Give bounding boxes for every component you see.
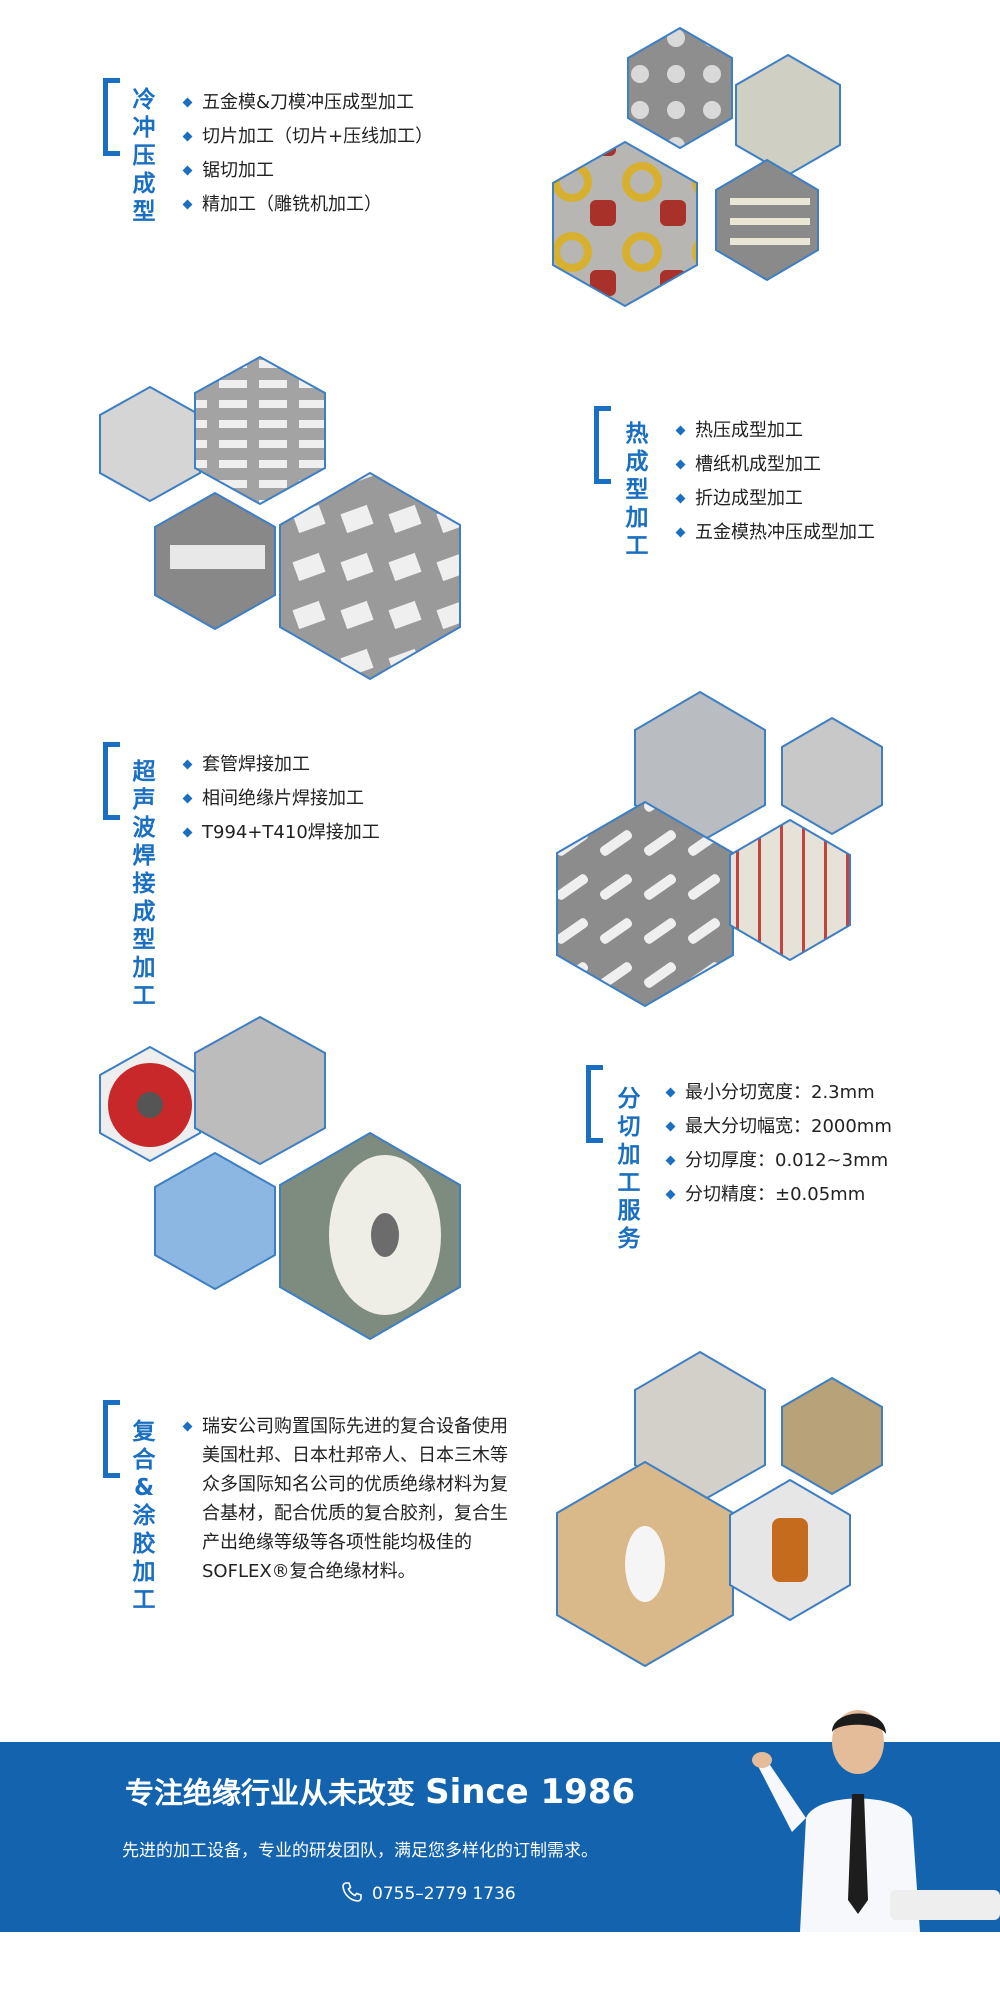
section-title: 超声波焊接成型加工 bbox=[132, 759, 156, 1009]
list-item: 折边成型加工 bbox=[675, 482, 875, 516]
product-hex-image bbox=[735, 53, 841, 177]
list-item: 锯切加工 bbox=[182, 154, 433, 188]
section-bracket bbox=[103, 78, 120, 156]
list-item: 分切精度：±0.05mm bbox=[665, 1178, 892, 1212]
section-bracket bbox=[103, 742, 120, 820]
product-image-cluster bbox=[550, 1350, 1000, 1690]
product-hex-image bbox=[194, 1015, 326, 1166]
section-title: 复合&涂胶加工 bbox=[132, 1419, 156, 1613]
product-hex-image bbox=[552, 140, 698, 308]
list-item: 最大分切幅宽：2000mm bbox=[665, 1110, 892, 1144]
list-item: 分切厚度：0.012~3mm bbox=[665, 1144, 892, 1178]
feature-list: 五金模&刀模冲压成型加工 切片加工（切片+压线加工） 锯切加工 精加工（雕铣机加… bbox=[182, 86, 433, 222]
product-hex-image bbox=[279, 471, 461, 681]
list-item: 五金模&刀模冲压成型加工 bbox=[182, 86, 433, 120]
banner-slogan: 专注绝缘行业从未改变 bbox=[125, 1776, 416, 1810]
section-title: 分切加工服务 bbox=[617, 1086, 641, 1252]
list-item: 套管焊接加工 bbox=[182, 748, 380, 782]
list-item: 精加工（雕铣机加工） bbox=[182, 188, 433, 222]
product-hex-image bbox=[627, 26, 733, 150]
list-item: 槽纸机成型加工 bbox=[675, 448, 875, 482]
product-hex-image bbox=[781, 716, 883, 836]
section-bracket bbox=[103, 1400, 120, 1478]
section-bracket bbox=[594, 406, 611, 484]
section-title: 热成型加工 bbox=[625, 421, 649, 559]
product-image-cluster bbox=[95, 1015, 495, 1355]
feature-list: 热压成型加工 槽纸机成型加工 折边成型加工 五金模热冲压成型加工 bbox=[675, 414, 875, 550]
product-image-cluster bbox=[95, 355, 495, 695]
description-paragraph: 瑞安公司购置国际先进的复合设备使用美国杜邦、日本杜邦帝人、日本三木等众多国际知名… bbox=[182, 1412, 522, 1586]
banner-since: Since 1986 bbox=[425, 1772, 636, 1812]
product-hex-image bbox=[194, 355, 326, 506]
businessman-image bbox=[740, 1700, 1000, 1932]
product-hex-image bbox=[781, 1376, 883, 1496]
feature-list: 最小分切宽度：2.3mm 最大分切幅宽：2000mm 分切厚度：0.012~3m… bbox=[665, 1076, 892, 1212]
list-item: 相间绝缘片焊接加工 bbox=[182, 782, 380, 816]
phone-number[interactable]: 0755–2779 1736 bbox=[372, 1884, 516, 1904]
list-item: 热压成型加工 bbox=[675, 414, 875, 448]
list-item: 五金模热冲压成型加工 bbox=[675, 516, 875, 550]
product-image-cluster bbox=[550, 690, 1000, 1030]
banner-title: 专注绝缘行业从未改变 Since 1986 bbox=[125, 1770, 635, 1812]
feature-list: 套管焊接加工 相间绝缘片焊接加工 T994+T410焊接加工 bbox=[182, 748, 380, 850]
phone-icon bbox=[342, 1882, 362, 1902]
product-image-cluster bbox=[550, 20, 1000, 360]
banner-subtitle: 先进的加工设备，专业的研发团队，满足您多样化的订制需求。 bbox=[122, 1841, 598, 1861]
list-item: 最小分切宽度：2.3mm bbox=[665, 1076, 892, 1110]
section-title: 冷冲压成型 bbox=[132, 87, 156, 225]
list-item: 切片加工（切片+压线加工） bbox=[182, 120, 433, 154]
product-hex-image bbox=[154, 1151, 276, 1291]
section-bracket bbox=[586, 1065, 603, 1143]
list-item: T994+T410焊接加工 bbox=[182, 816, 380, 850]
product-hex-image bbox=[729, 818, 851, 962]
product-hex-image bbox=[99, 385, 201, 503]
